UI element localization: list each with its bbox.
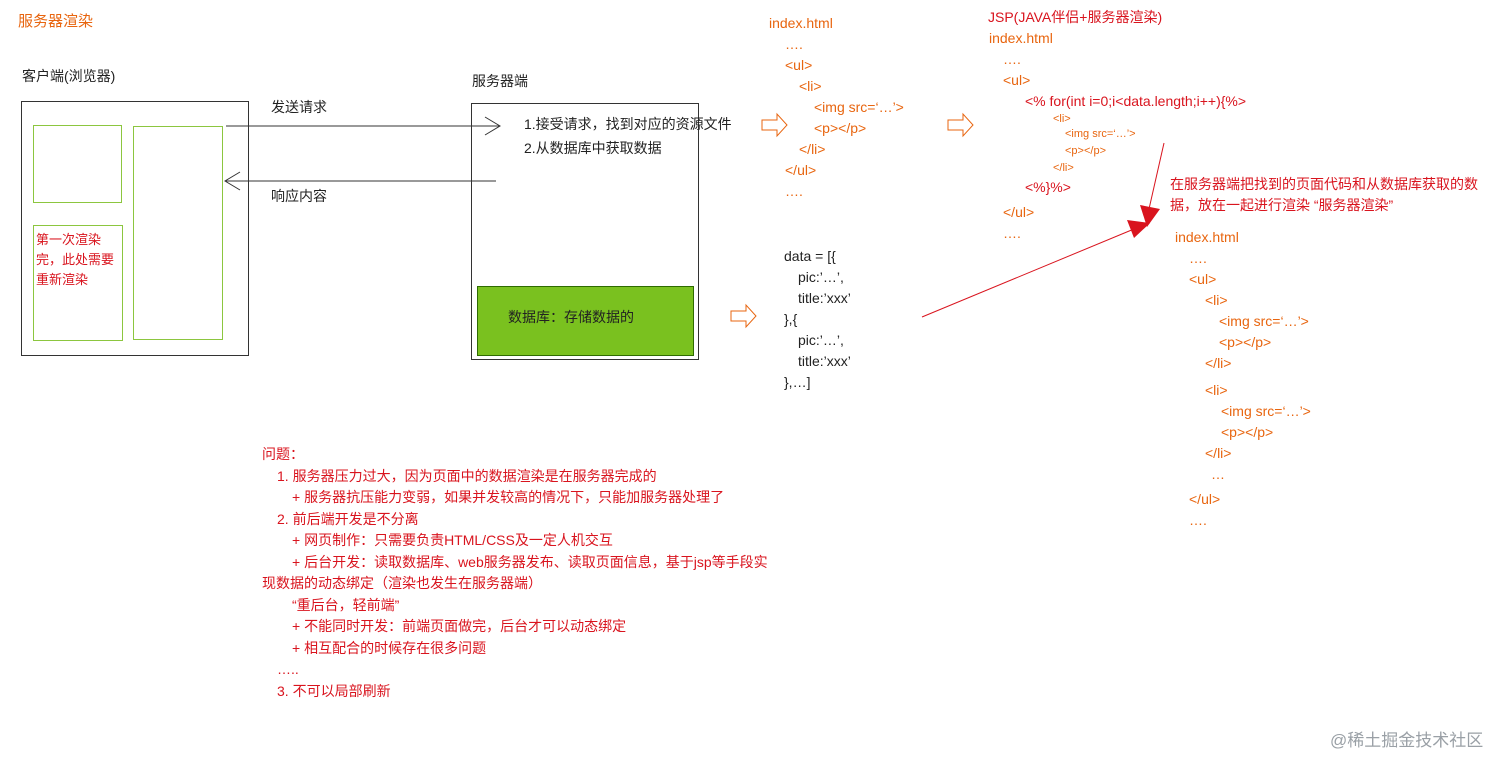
code-line: <ul> xyxy=(1189,271,1217,287)
code-line: pic:’…’, xyxy=(798,269,844,285)
client-region-top xyxy=(33,125,122,203)
code-line: <li> xyxy=(1053,113,1071,125)
code-line: <img src=‘…’> xyxy=(814,99,904,115)
code-line: </li> xyxy=(799,141,826,157)
server-box: 1.接受请求，找到对应的资源文件 2.从数据库中获取数据 数据库：存储数据的 xyxy=(471,103,732,360)
code-line: <li> xyxy=(799,78,822,94)
problem-line: 问题： xyxy=(262,446,304,462)
code-line: …. xyxy=(1003,225,1021,241)
problem-line: ….. xyxy=(277,661,299,677)
code-line: title:’xxx’ xyxy=(798,353,851,369)
code-line: </ul> xyxy=(1189,491,1221,507)
diagram-title: 服务器渲染 xyxy=(18,13,94,30)
code-line: <%}%> xyxy=(1025,179,1071,195)
jsp-code: index.html …. <ul> <% for(int i=0;i<data… xyxy=(989,28,1246,244)
code-line: <p></p> xyxy=(1221,424,1274,440)
problems-list: 问题： 1. 服务器压力过大，因为页面中的数据渲染是在服务器完成的 + 服务器抗… xyxy=(262,444,768,702)
jsp-to-result-arrow xyxy=(1140,142,1165,227)
code-line: <ul> xyxy=(1003,72,1031,88)
code-line: </ul> xyxy=(785,162,817,178)
problem-line: 1. 服务器压力过大，因为页面中的数据渲染是在服务器完成的 xyxy=(277,467,657,484)
hollow-arrow-2 xyxy=(947,112,974,138)
client-region-right xyxy=(133,126,223,340)
problem-line: 2. 前后端开发是不分离 xyxy=(277,510,419,527)
client-browser-box: 第一次渲染 完，此处需要 重新渲染 xyxy=(21,101,249,356)
code-filename: index.html xyxy=(989,30,1053,46)
code-line: …. xyxy=(785,183,803,199)
client-label: 客户端(浏览器) xyxy=(22,68,116,84)
code-line: <img src=‘…’> xyxy=(1221,403,1311,419)
database-label: 数据库：存储数据的 xyxy=(508,309,634,325)
code-line: …. xyxy=(1003,51,1021,67)
code-line: <p></p> xyxy=(1219,334,1272,350)
data-code: data = [{ pic:’…’, title:’xxx’ },{ pic:’… xyxy=(784,246,851,393)
server-step-2: 2.从数据库中获取数据 xyxy=(524,140,662,156)
problem-line: + 后台开发：读取数据库、web服务器发布、读取页面信息，基于jsp等手段实 xyxy=(292,553,768,570)
client-note-line: 第一次渲染 xyxy=(36,232,102,247)
code-line: </li> xyxy=(1205,445,1232,461)
code-line: <li> xyxy=(1205,382,1228,398)
watermark: @稀土掘金技术社区 xyxy=(1330,731,1484,750)
code-line: <li> xyxy=(1205,292,1228,308)
code-line: },{ xyxy=(784,311,798,327)
problem-line: + 网页制作：只需要负责HTML/CSS及一定人机交互 xyxy=(292,532,613,548)
code-line: </ul> xyxy=(1003,204,1035,220)
client-render-note: 第一次渲染 完，此处需要 重新渲染 xyxy=(36,230,114,290)
problem-line: + 相互配合的时候存在很多问题 xyxy=(292,639,487,656)
client-note-line: 重新渲染 xyxy=(36,272,89,287)
code-line: pic:’…’, xyxy=(798,332,844,348)
problem-line: “重后台，轻前端” xyxy=(292,596,400,613)
problem-line: + 不能同时开发：前端页面做完，后台才可以动态绑定 xyxy=(292,618,627,634)
code-line: <p></p> xyxy=(814,120,867,136)
problem-line: 现数据的动态绑定（渲染也发生在服务器端） xyxy=(262,575,542,591)
code-line: </li> xyxy=(1053,162,1074,174)
problem-line: 3. 不可以局部刷新 xyxy=(277,682,391,699)
code-line: <% for(int i=0;i<data.length;i++){%> xyxy=(1025,93,1247,109)
code-line: <ul> xyxy=(785,57,813,73)
render-note-line: 在服务器端把找到的页面代码和从数据库获取的数 xyxy=(1170,176,1478,192)
client-region-bottom: 第一次渲染 完，此处需要 重新渲染 xyxy=(33,225,123,341)
database-box: 数据库：存储数据的 xyxy=(477,286,694,356)
result-code: index.html …. <ul> <li> <img src=‘…’> <p… xyxy=(1175,227,1311,531)
code-line: …. xyxy=(1189,512,1207,528)
code-filename: index.html xyxy=(1175,229,1239,245)
hollow-arrow-1 xyxy=(761,112,788,138)
render-note: 在服务器端把找到的页面代码和从数据库获取的数 据，放在一起进行渲染 “服务器渲染… xyxy=(1170,174,1478,216)
request-arrow xyxy=(226,116,501,136)
server-step-1: 1.接受请求，找到对应的资源文件 xyxy=(524,116,732,132)
code-filename: index.html xyxy=(769,15,833,31)
code-line: },…] xyxy=(784,374,811,390)
jsp-title: JSP(JAVA伴侣+服务器渲染) xyxy=(988,9,1163,25)
render-note-line: 据，放在一起进行渲染 “服务器渲染” xyxy=(1170,197,1394,213)
request-label: 发送请求 xyxy=(271,99,327,115)
code-line: </li> xyxy=(1205,355,1232,371)
code-line: … xyxy=(1211,466,1225,482)
code-line: title:’xxx’ xyxy=(798,290,851,306)
template-code: index.html …. <ul> <li> <img src=‘…’> <p… xyxy=(769,13,904,202)
server-label: 服务器端 xyxy=(472,73,528,89)
code-line: <img src=‘…’> xyxy=(1219,313,1309,329)
code-line: <p></p> xyxy=(1065,145,1106,157)
hollow-arrow-3 xyxy=(730,303,757,329)
client-note-line: 完，此处需要 xyxy=(36,252,115,267)
response-label: 响应内容 xyxy=(271,188,327,204)
problem-line: + 服务器抗压能力变弱，如果并发较高的情况下，只能加服务器处理了 xyxy=(292,489,725,505)
code-line: …. xyxy=(785,36,803,52)
code-line: …. xyxy=(1189,250,1207,266)
data-to-result-arrow xyxy=(921,220,1150,318)
response-arrow xyxy=(224,171,496,191)
code-line: data = [{ xyxy=(784,248,836,264)
code-line: <img src=‘…’> xyxy=(1065,128,1136,140)
